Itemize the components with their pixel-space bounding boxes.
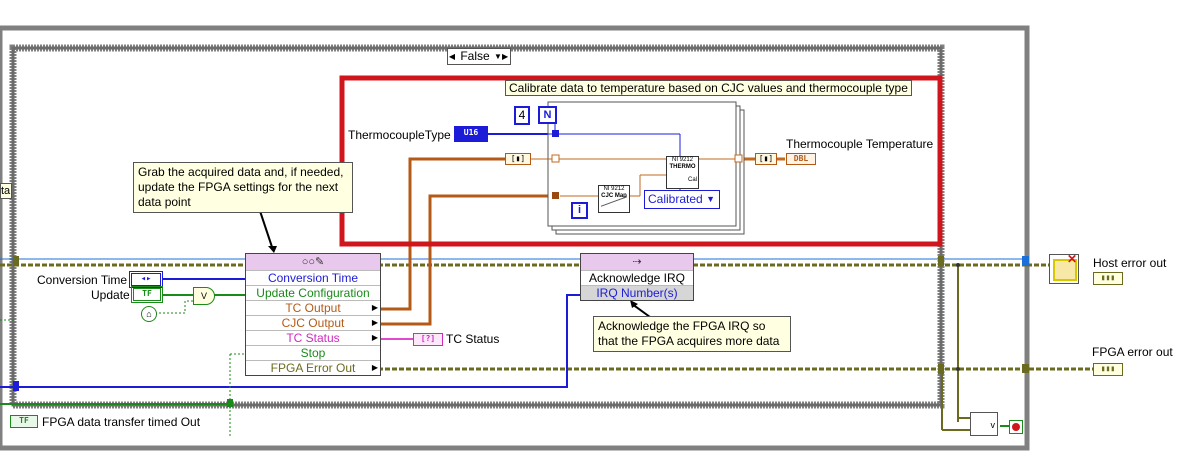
error-x-icon: ✕ bbox=[1066, 252, 1077, 266]
or-status-node: v bbox=[970, 412, 998, 436]
cjc-subvi-line2: CJC Map bbox=[601, 193, 627, 199]
merge-errors-subvi[interactable]: ✕ bbox=[1049, 252, 1079, 284]
case-selector[interactable]: ◀ False ▼ ▶ bbox=[447, 48, 511, 65]
outer-frame bbox=[0, 25, 1030, 451]
case-structure-inner bbox=[11, 46, 943, 407]
conversion-time-control[interactable]: ◂▸ bbox=[129, 271, 163, 288]
case-dropdown-icon[interactable]: ▼ bbox=[494, 52, 502, 61]
read-write-header-icon: ○○✎ bbox=[246, 254, 380, 270]
calibrated-enum[interactable]: Calibrated ▼ bbox=[644, 190, 720, 209]
rw-row-conversion-time[interactable]: Conversion Time bbox=[246, 270, 380, 285]
rw-row-tc-status[interactable]: TC Status▶ bbox=[246, 330, 380, 345]
acknowledge-irq-node[interactable]: ⇢ Acknowledge IRQ IRQ Number(s) bbox=[580, 253, 694, 301]
stop-terminal-icon[interactable] bbox=[1009, 420, 1023, 434]
rw-row-update-configuration[interactable]: Update Configuration bbox=[246, 285, 380, 300]
host-error-out-indicator[interactable]: ▮▮▮ bbox=[1093, 272, 1123, 285]
irq-wire bbox=[0, 294, 582, 388]
thermocouple-temperature-indicator[interactable]: DBL bbox=[786, 153, 816, 165]
update-control[interactable]: TF bbox=[131, 286, 163, 303]
thermo-cal-subvi[interactable]: NI 9212 THERMO Cal bbox=[666, 156, 699, 189]
calibrated-value: Calibrated bbox=[648, 192, 703, 206]
update-label: Update bbox=[91, 288, 130, 302]
cjc-output-wire bbox=[378, 194, 598, 326]
ack-header-icon: ⇢ bbox=[581, 254, 693, 270]
case-structure-frame bbox=[9, 44, 945, 409]
left-stub-indicator: ta bbox=[0, 183, 12, 199]
fpga-error-out-label: FPGA error out bbox=[1092, 345, 1173, 359]
enum-dropdown-icon[interactable]: ▼ bbox=[706, 194, 715, 204]
thermocouple-type-control[interactable]: U16 bbox=[454, 126, 488, 142]
grab-comment: Grab the acquired data and, if needed, u… bbox=[133, 162, 353, 213]
loop-count-constant[interactable]: 4 bbox=[514, 106, 530, 125]
cjc-subvi-line1: NI 9212 bbox=[603, 186, 625, 192]
rw-row-fpga-error-out[interactable]: FPGA Error Out▶ bbox=[246, 360, 380, 375]
thermo-subvi-line2: THERMO bbox=[669, 164, 696, 170]
tc-temp-array-node: [▮] bbox=[755, 153, 777, 165]
fpga-read-write-node[interactable]: ○○✎ Conversion Time Update Configuration… bbox=[245, 253, 381, 376]
cjc-map-subvi[interactable]: NI 9212 CJC Map bbox=[598, 185, 630, 213]
case-value: False bbox=[460, 49, 490, 63]
host-error-out-label: Host error out bbox=[1093, 256, 1167, 270]
case-prev-icon[interactable]: ◀ bbox=[448, 52, 456, 61]
ack-row-acknowledge-irq[interactable]: Acknowledge IRQ bbox=[581, 270, 693, 285]
fpga-timed-out-indicator[interactable]: TF bbox=[10, 415, 38, 428]
loop-iteration-terminal: i bbox=[571, 202, 588, 219]
fpga-timed-out-label: FPGA data transfer timed Out bbox=[42, 415, 201, 429]
conversion-time-label: Conversion Time bbox=[37, 273, 128, 287]
rw-row-stop[interactable]: Stop bbox=[246, 345, 380, 360]
thermocouple-temperature-label: Thermocouple Temperature bbox=[786, 137, 934, 151]
calibrate-comment: Calibrate data to temperature based on C… bbox=[505, 80, 912, 96]
first-call-icon: ⌂ bbox=[141, 306, 157, 322]
tc-output-array-node: [▮] bbox=[505, 153, 531, 165]
ack-row-irq-numbers[interactable]: IRQ Number(s) bbox=[581, 285, 693, 300]
tc-status-indicator[interactable]: [?] bbox=[413, 333, 443, 346]
tc-output-wire bbox=[378, 157, 505, 311]
case-next-icon[interactable]: ▶ bbox=[502, 52, 509, 61]
red-highlight-frame bbox=[339, 75, 943, 247]
loop-count-terminal: N bbox=[538, 106, 557, 124]
rw-row-cjc-output[interactable]: CJC Output▶ bbox=[246, 315, 380, 330]
rw-row-tc-output[interactable]: TC Output▶ bbox=[246, 300, 380, 315]
ack-comment: Acknowledge the FPGA IRQ so that the FPG… bbox=[593, 316, 791, 352]
thermocouple-type-label: ThermocoupleType bbox=[348, 128, 451, 142]
thermo-subvi-line1: NI 9212 bbox=[671, 157, 693, 163]
or-function: V bbox=[193, 287, 215, 305]
tc-status-label: TC Status bbox=[446, 332, 500, 346]
fpga-error-out-indicator[interactable]: ▮▮▮ bbox=[1093, 363, 1123, 376]
thermo-subvi-line3: Cal bbox=[687, 177, 697, 183]
